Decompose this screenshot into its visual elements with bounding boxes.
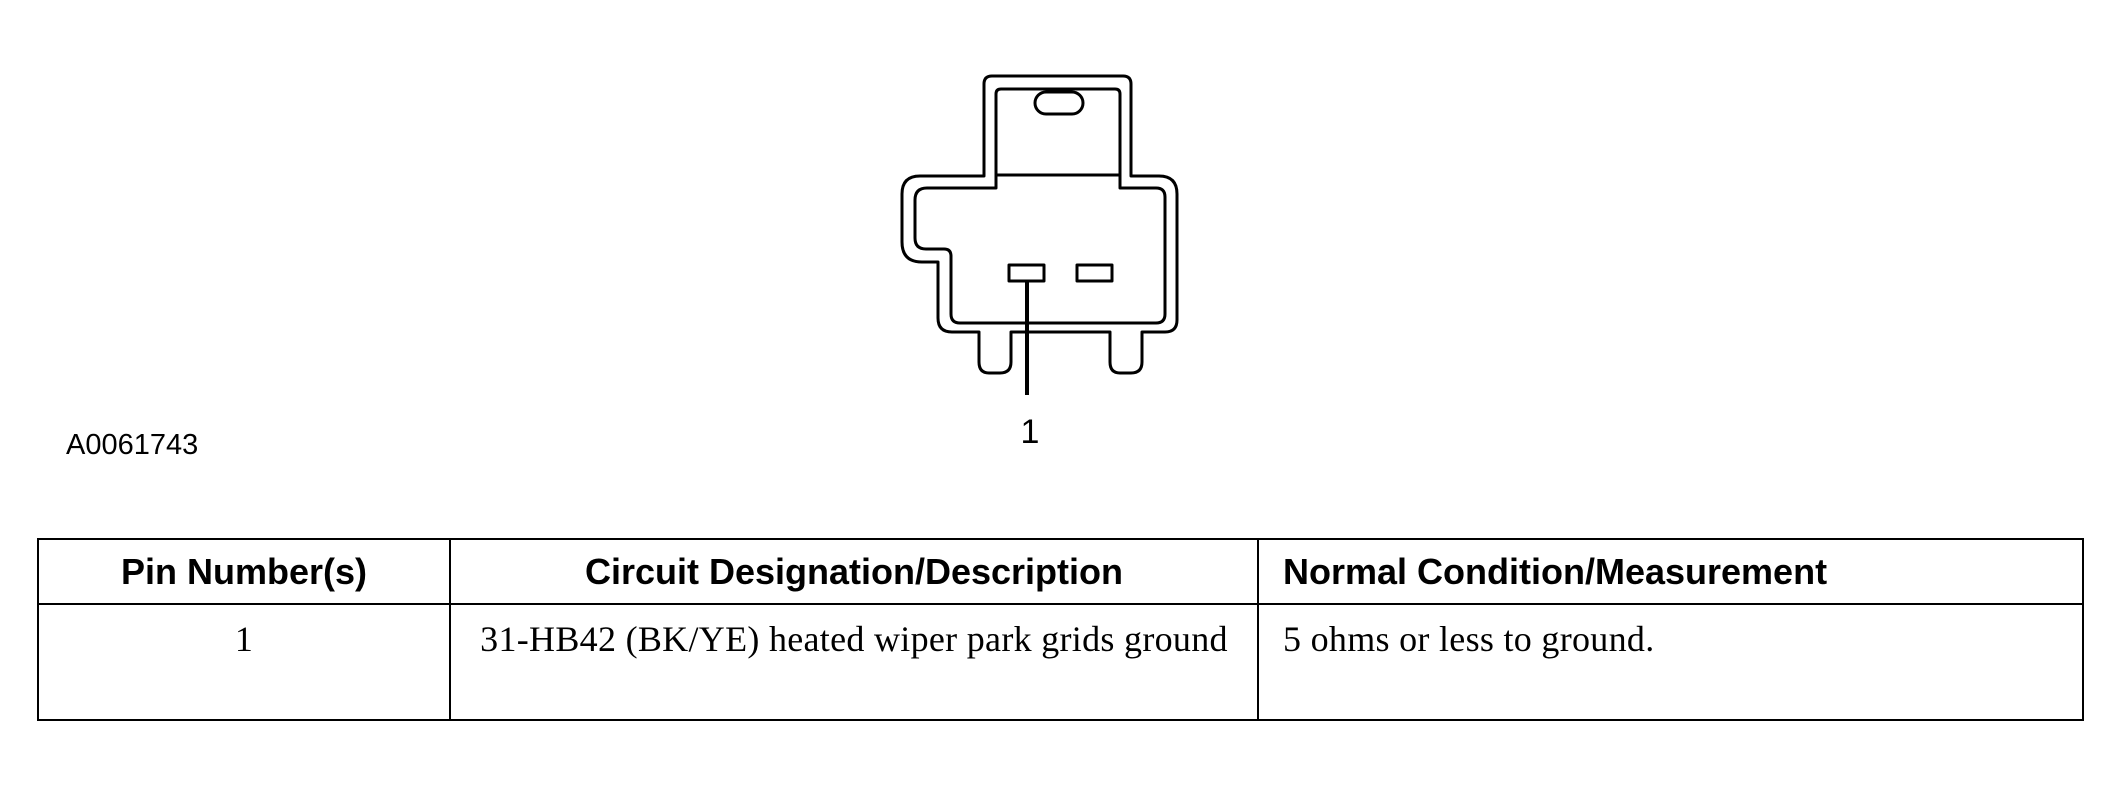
callout-label-pin-1: 1 <box>1020 413 1040 451</box>
connector-housing-inner <box>913 87 1167 325</box>
latch-slot <box>1033 90 1085 116</box>
header-normal-condition: Normal Condition/Measurement <box>1257 538 2084 605</box>
table-row: 1 31-HB42 (BK/YE) heated wiper park grid… <box>37 603 2084 721</box>
header-pin-number: Pin Number(s) <box>37 538 451 605</box>
table-header-row: Pin Number(s) Circuit Designation/Descri… <box>37 538 2084 605</box>
header-circuit-designation: Circuit Designation/Description <box>449 538 1259 605</box>
terminal-pin-2 <box>1075 263 1114 283</box>
figure-id: A0061743 <box>66 429 199 461</box>
terminal-pin-1 <box>1007 263 1046 283</box>
connector-diagram: 1 A0061743 <box>66 74 1179 461</box>
pin-table: Pin Number(s) Circuit Designation/Descri… <box>37 538 2084 721</box>
cell-normal-condition: 5 ohms or less to ground. <box>1257 603 2084 721</box>
connector-housing-outer <box>900 74 1179 375</box>
cell-pin-number: 1 <box>37 603 451 721</box>
cell-circuit-designation: 31-HB42 (BK/YE) heated wiper park grids … <box>449 603 1259 721</box>
connector-face-drawing <box>900 74 1179 395</box>
